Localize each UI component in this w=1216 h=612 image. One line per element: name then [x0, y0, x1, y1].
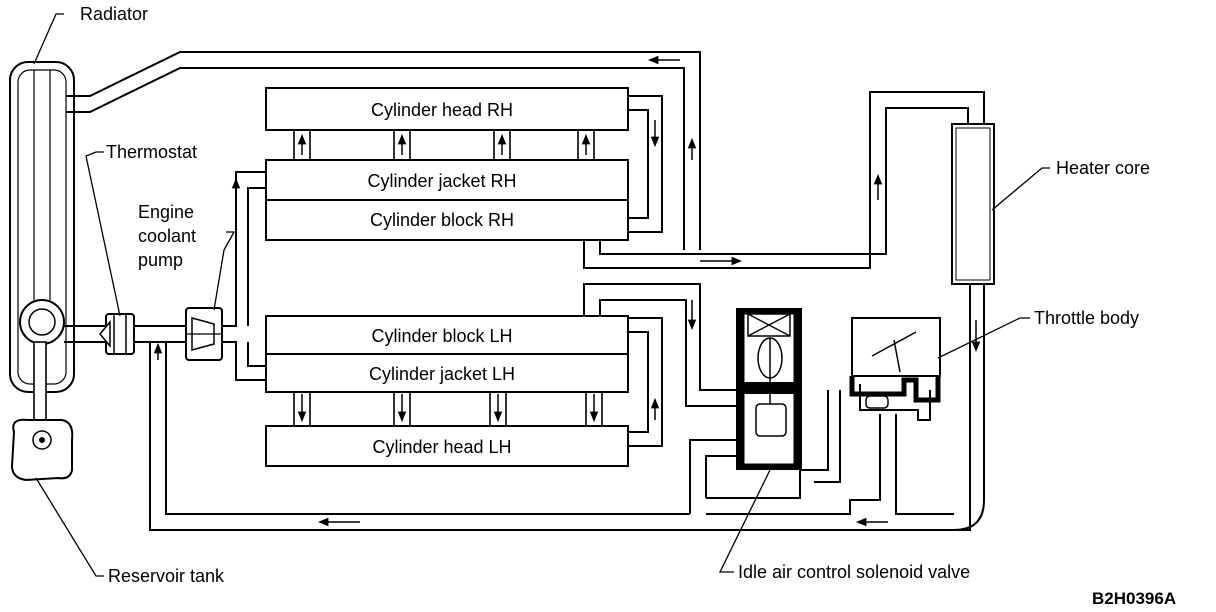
coolant-pipe-network — [64, 51, 985, 531]
heater-core-label: Heater core — [1056, 158, 1150, 178]
engine-coolant-pump-label-line2: coolant — [138, 226, 196, 246]
cylinder-bank-lh — [265, 315, 629, 467]
cylinder-head-rh-label: Cylinder head RH — [371, 100, 513, 120]
idle-air-control-solenoid-valve-label: Idle air control solenoid valve — [738, 562, 970, 582]
idle-air-control-solenoid-valve — [736, 308, 802, 470]
heater-core — [951, 123, 995, 285]
throttle-body-label: Throttle body — [1034, 308, 1139, 328]
engine-coolant-pump-label-line1: Engine — [138, 202, 194, 222]
leader-lines — [33, 13, 1050, 577]
reservoir-tank-label: Reservoir tank — [108, 566, 225, 586]
thermostat-label: Thermostat — [106, 142, 197, 162]
radiator-label: Radiator — [80, 4, 148, 24]
reservoir-tank — [10, 341, 74, 482]
cylinder-block-rh-label: Cylinder block RH — [370, 210, 514, 230]
cylinder-head-lh-label: Cylinder head LH — [372, 437, 511, 457]
cylinder-jacket-rh-label: Cylinder jacket RH — [367, 171, 516, 191]
throttle-body — [849, 317, 941, 421]
figure-code: B2H0396A — [1092, 589, 1176, 608]
cylinder-jacket-lh-label: Cylinder jacket LH — [369, 364, 515, 384]
radiator — [9, 61, 75, 393]
cylinder-block-lh-label: Cylinder block LH — [371, 326, 512, 346]
engine-coolant-pump-label-line3: pump — [138, 250, 183, 270]
engine-coolant-pump — [185, 307, 223, 361]
cylinder-bank-rh — [265, 87, 629, 241]
thermostat — [99, 313, 135, 355]
flow-arrows — [153, 55, 981, 527]
